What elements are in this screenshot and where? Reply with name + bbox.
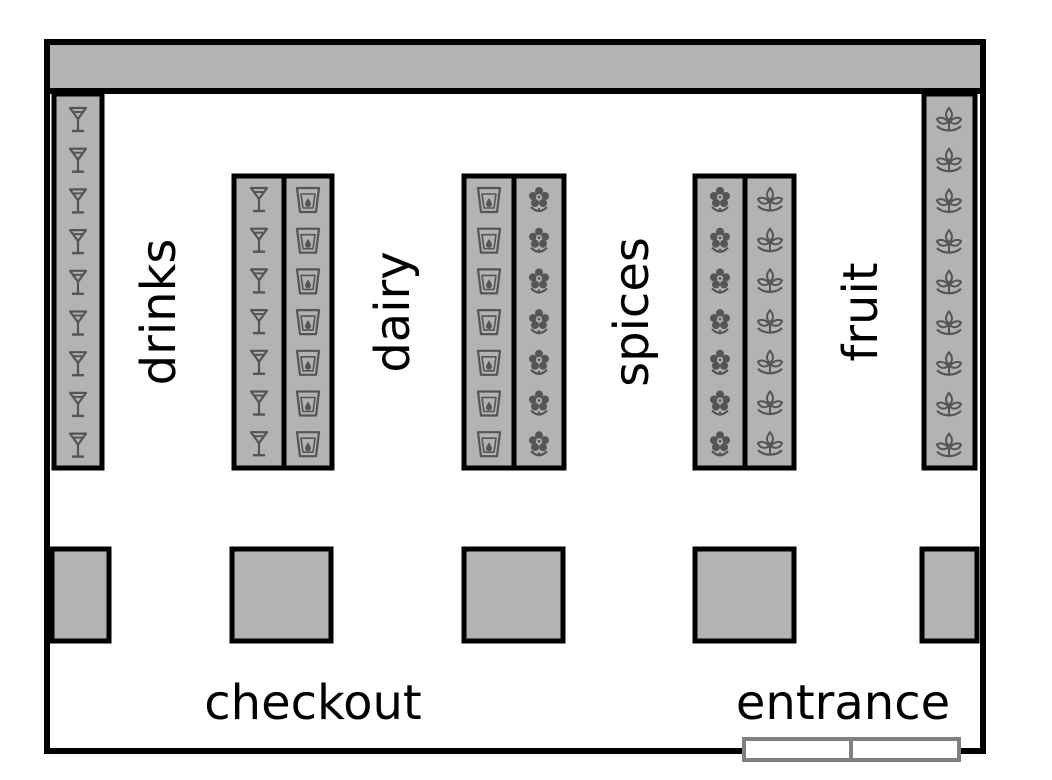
entrance-door-left [742,737,853,762]
section-label-drinks: drinks [131,239,187,386]
checkout-counter [919,546,980,644]
area-label-entrance: entrance [736,675,950,731]
section-label-fruit: fruit [833,262,889,361]
section-label-spices: spices [604,237,660,387]
section-label-dairy: dairy [365,251,421,372]
shelf-fruit-aisle [742,173,797,471]
entrance-door-right [849,737,961,762]
checkout-counter [49,546,112,644]
checkout-counter [229,546,334,644]
area-label-checkout: checkout [204,675,421,731]
checkout-counter [692,546,797,644]
back-wall-shelf [44,39,986,94]
checkout-counter [461,546,566,644]
